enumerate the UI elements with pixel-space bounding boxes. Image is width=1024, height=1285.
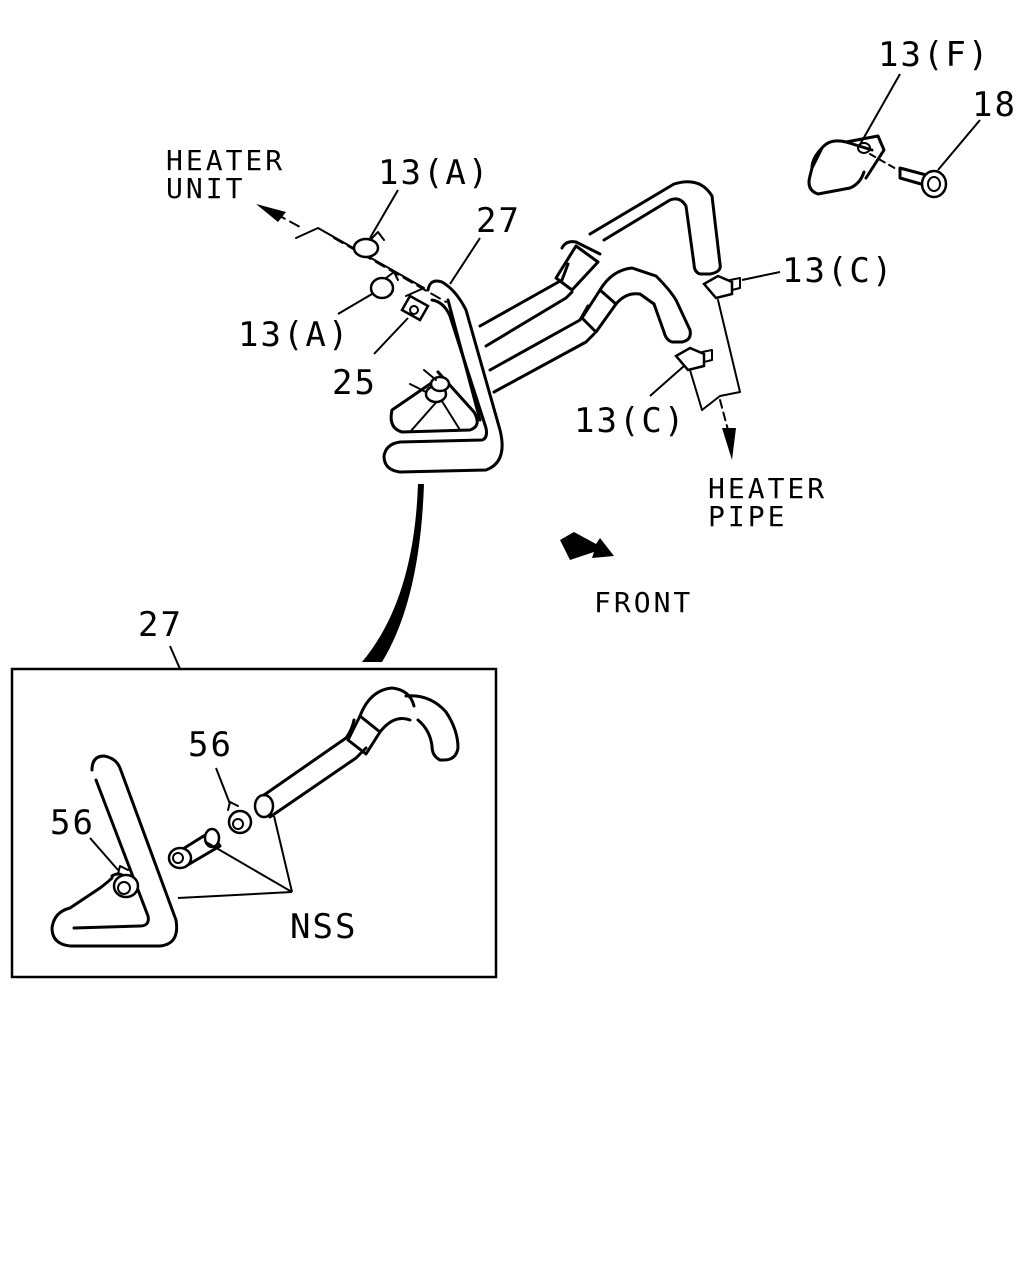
clip-13f-part bbox=[807, 134, 886, 196]
nss-leaders bbox=[177, 815, 293, 899]
leader-13c-lower bbox=[649, 365, 685, 397]
leader-13a-left bbox=[337, 293, 373, 315]
leader-56-upper bbox=[215, 767, 231, 805]
clamp-13c-lower-part bbox=[674, 346, 713, 372]
leader-56-left bbox=[89, 837, 119, 871]
label-18: 18 bbox=[972, 85, 1017, 125]
label-heater-unit-line1: HEATER bbox=[166, 144, 285, 177]
hose-assembly-27 bbox=[382, 180, 722, 474]
connector-pipe-part bbox=[167, 827, 222, 870]
label-27-main: 27 bbox=[476, 201, 521, 241]
detail-box bbox=[10, 667, 498, 979]
heater-unit-arrow bbox=[256, 204, 447, 303]
leader-13a-top bbox=[369, 189, 399, 239]
label-13c-upper: 13(C) bbox=[782, 251, 894, 291]
label-27-detail: 27 bbox=[138, 605, 183, 645]
label-heater-pipe-line1: HEATER bbox=[708, 472, 827, 505]
detail-elbow-hose bbox=[253, 686, 460, 819]
detail-u-hose bbox=[50, 754, 179, 948]
clamp-13a-left-part bbox=[369, 271, 399, 300]
heater-pipe-arrow bbox=[689, 299, 741, 460]
label-13a-top: 13(A) bbox=[378, 153, 490, 193]
label-25: 25 bbox=[332, 363, 377, 403]
label-56-left: 56 bbox=[50, 803, 95, 843]
clamp-56-left-part bbox=[112, 865, 140, 899]
bolt-18-part bbox=[869, 153, 948, 199]
leader-13f bbox=[857, 73, 901, 149]
leader-18 bbox=[937, 119, 981, 171]
leader-27-main bbox=[449, 237, 481, 285]
label-front: FRONT bbox=[594, 586, 693, 619]
front-arrow-icon bbox=[560, 532, 614, 560]
leader-13c-upper bbox=[741, 271, 781, 281]
label-56-upper: 56 bbox=[188, 725, 233, 765]
callout-connector bbox=[362, 484, 424, 662]
label-13c-lower: 13(C) bbox=[574, 401, 686, 441]
joint-25-part bbox=[400, 294, 430, 322]
leader-27-detail bbox=[169, 645, 181, 670]
label-heater-pipe-line2: PIPE bbox=[708, 500, 787, 533]
label-13a-left: 13(A) bbox=[238, 315, 350, 355]
clamp-13c-upper-part bbox=[702, 274, 741, 300]
label-heater-unit-line2: UNIT bbox=[166, 172, 245, 205]
leader-25 bbox=[373, 317, 409, 355]
clamp-13a-top-part bbox=[352, 231, 385, 259]
clamp-56-upper-part bbox=[227, 801, 253, 835]
label-13f: 13(F) bbox=[878, 35, 990, 75]
label-nss: NSS bbox=[290, 907, 357, 947]
